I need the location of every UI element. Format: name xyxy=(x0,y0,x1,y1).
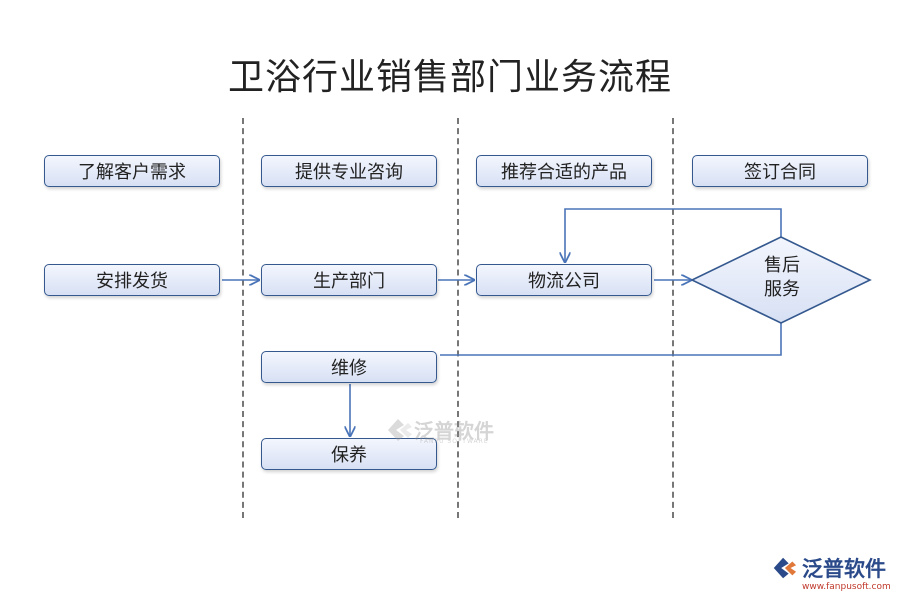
lane-header-sign-contract: 签订合同 xyxy=(692,155,868,187)
watermark-corner-url: www.fanpusoft.com xyxy=(802,582,891,592)
watermark-center-subtext: FANPU SOFTWARE xyxy=(420,438,489,445)
decision-label-aftersales: 售后 服务 xyxy=(742,254,822,302)
watermark-center: 泛普软件 FANPU SOFTWARE xyxy=(384,415,494,445)
fanpu-logo-icon xyxy=(773,557,797,579)
decision-diamond-aftersales xyxy=(690,236,872,324)
diagram-title: 卫浴行业销售部门业务流程 xyxy=(227,57,672,98)
lane-divider-3 xyxy=(672,118,674,518)
lane-header-customer-needs: 了解客户需求 xyxy=(44,155,220,187)
lane-header-consulting: 提供专业咨询 xyxy=(261,155,437,187)
arrow-aftersales-to-repair xyxy=(440,323,782,356)
arrow-aftersales-loop-to-logistics xyxy=(565,208,782,262)
node-production-dept: 生产部门 xyxy=(261,264,437,296)
node-maintenance: 保养 xyxy=(261,438,437,470)
node-logistics-company: 物流公司 xyxy=(476,264,652,296)
lane-divider-1 xyxy=(242,118,244,518)
lane-divider-2 xyxy=(457,118,459,518)
decision-label-line2: 服务 xyxy=(764,279,800,300)
watermark-center-text: 泛普软件 xyxy=(414,419,494,443)
watermark-corner: 泛普软件 www.fanpusoft.com xyxy=(770,553,891,592)
lane-header-recommend-products: 推荐合适的产品 xyxy=(476,155,652,187)
watermark-corner-text: 泛普软件 xyxy=(802,557,886,581)
node-repair: 维修 xyxy=(261,351,437,383)
node-arrange-shipping: 安排发货 xyxy=(44,264,220,296)
fanpu-logo-icon xyxy=(388,418,412,441)
decision-label-line1: 售后 xyxy=(764,255,800,276)
